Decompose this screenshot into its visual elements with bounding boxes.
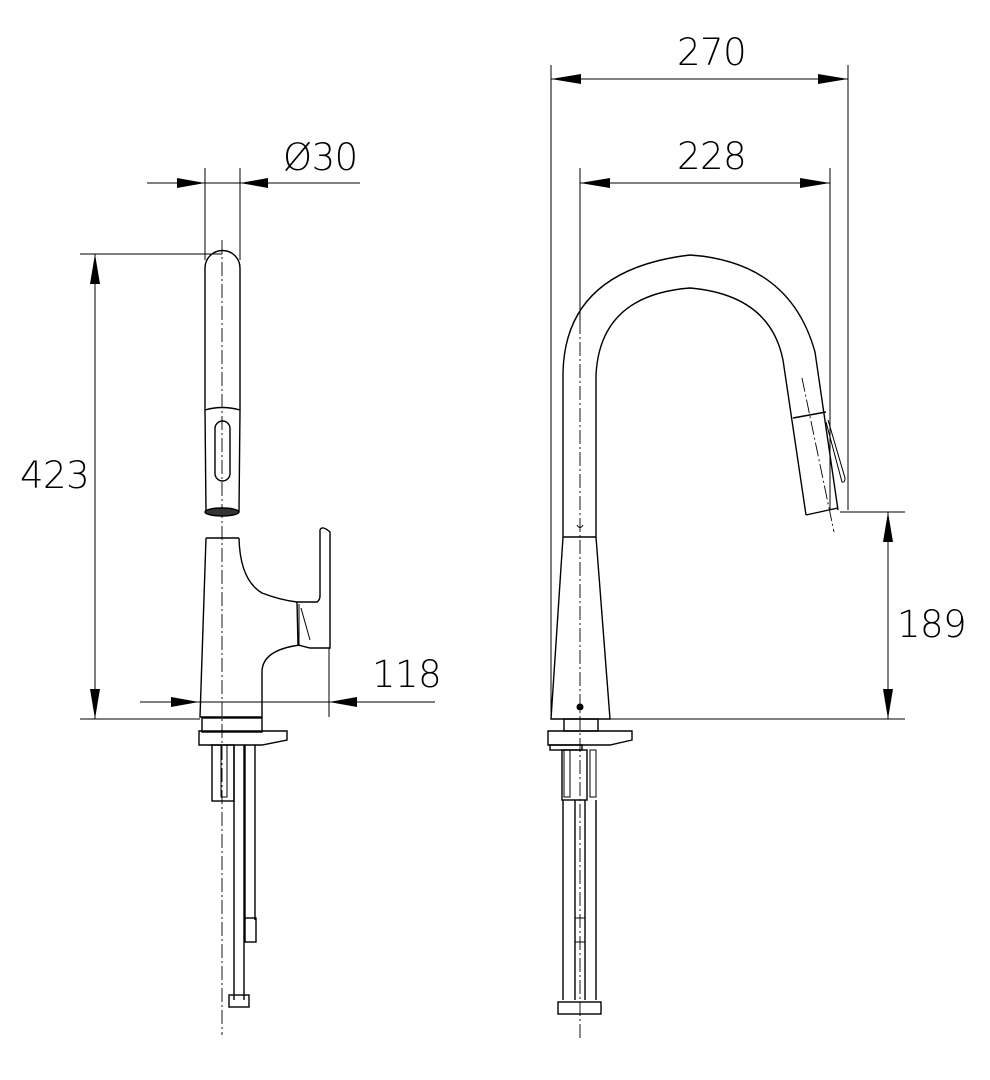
label-width-270: 270 bbox=[677, 31, 747, 74]
front-body bbox=[550, 536, 611, 720]
side-view bbox=[80, 168, 435, 1035]
sensor-dot bbox=[576, 703, 584, 711]
dimension-diameter bbox=[147, 168, 360, 260]
front-view bbox=[547, 65, 905, 1040]
dimension-handle-reach bbox=[140, 648, 435, 717]
label-diameter-30: Ø30 bbox=[283, 136, 358, 179]
label-height-189: 189 bbox=[897, 603, 967, 646]
dimension-overall-reach bbox=[550, 65, 849, 715]
front-mounting bbox=[547, 718, 633, 1015]
dimension-spout-clearance bbox=[600, 511, 905, 720]
side-mounting bbox=[198, 717, 288, 1008]
label-width-228: 228 bbox=[677, 135, 747, 178]
side-spout bbox=[204, 249, 241, 539]
dimension-spout-reach bbox=[579, 168, 831, 510]
side-body bbox=[199, 527, 331, 718]
front-gooseneck bbox=[562, 254, 846, 538]
label-reach-118: 118 bbox=[372, 653, 442, 696]
dimension-height bbox=[80, 253, 222, 720]
label-height-423: 423 bbox=[20, 454, 90, 497]
